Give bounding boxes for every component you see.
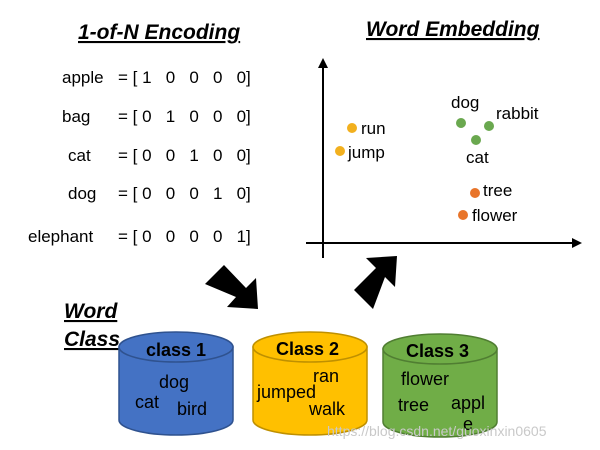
- encoding-table: apple = [ 1 0 0 0 0] bag = [ 0 1 0 0 0] …: [28, 68, 251, 246]
- encoding-word: elephant: [28, 227, 94, 246]
- arrow-down-right-icon: [205, 265, 258, 309]
- point-label-tree: tree: [483, 181, 512, 200]
- point-rabbit: [484, 121, 494, 131]
- point-label-rabbit: rabbit: [496, 104, 539, 123]
- class-2-cylinder: Class 2 ran jumped walk: [252, 331, 368, 436]
- point-label-run: run: [361, 119, 386, 138]
- point-tree: [470, 188, 480, 198]
- point-jump: [335, 146, 345, 156]
- embedding-axes: [306, 58, 582, 258]
- encoding-vector: = [ 0 1 0 0 0]: [118, 107, 251, 126]
- class-3-name: Class 3: [406, 341, 469, 361]
- point-label-dog: dog: [451, 93, 479, 112]
- word-class-title-line1: Word: [64, 300, 118, 323]
- class-3-word: tree: [398, 395, 429, 415]
- point-cat: [471, 135, 481, 145]
- class-1-word: bird: [177, 399, 207, 419]
- class-1-word: cat: [135, 392, 159, 412]
- class-1-name: class 1: [146, 340, 206, 360]
- class-2-word: jumped: [256, 382, 316, 402]
- class-3-word: flower: [401, 369, 449, 389]
- class-2-name: Class 2: [276, 339, 339, 359]
- embedding-points: run jump dog rabbit cat tree flower: [335, 93, 539, 225]
- arrow-up-right-icon: [354, 256, 397, 309]
- class-3-cylinder: Class 3 flower tree appl e: [382, 333, 498, 438]
- encoding-word: cat: [68, 146, 91, 165]
- class-2-word: walk: [308, 399, 346, 419]
- class-2-word: ran: [313, 366, 339, 386]
- point-label-cat: cat: [466, 148, 489, 167]
- encoding-vector: = [ 0 0 0 0 1]: [118, 227, 251, 246]
- class-1-word: dog: [159, 372, 189, 392]
- class-3-word: appl: [451, 393, 485, 413]
- class-1-cylinder: class 1 dog cat bird: [118, 331, 234, 436]
- point-label-flower: flower: [472, 206, 518, 225]
- encoding-title: 1-of-N Encoding: [78, 21, 240, 44]
- class-3-word: e: [463, 414, 473, 434]
- encoding-vector: = [ 0 0 0 1 0]: [118, 184, 251, 203]
- encoding-vector: = [ 0 0 1 0 0]: [118, 146, 251, 165]
- point-flower: [458, 210, 468, 220]
- encoding-vector: = [ 1 0 0 0 0]: [118, 68, 251, 87]
- encoding-word: dog: [68, 184, 96, 203]
- encoding-word: bag: [62, 107, 90, 126]
- embedding-title: Word Embedding: [366, 18, 540, 41]
- encoding-word: apple: [62, 68, 104, 87]
- watermark-text: https://blog.csdn.net/guoxinxin0605: [327, 423, 547, 439]
- word-class-title-line2: Class: [64, 328, 120, 351]
- point-dog: [456, 118, 466, 128]
- point-run: [347, 123, 357, 133]
- point-label-jump: jump: [347, 143, 385, 162]
